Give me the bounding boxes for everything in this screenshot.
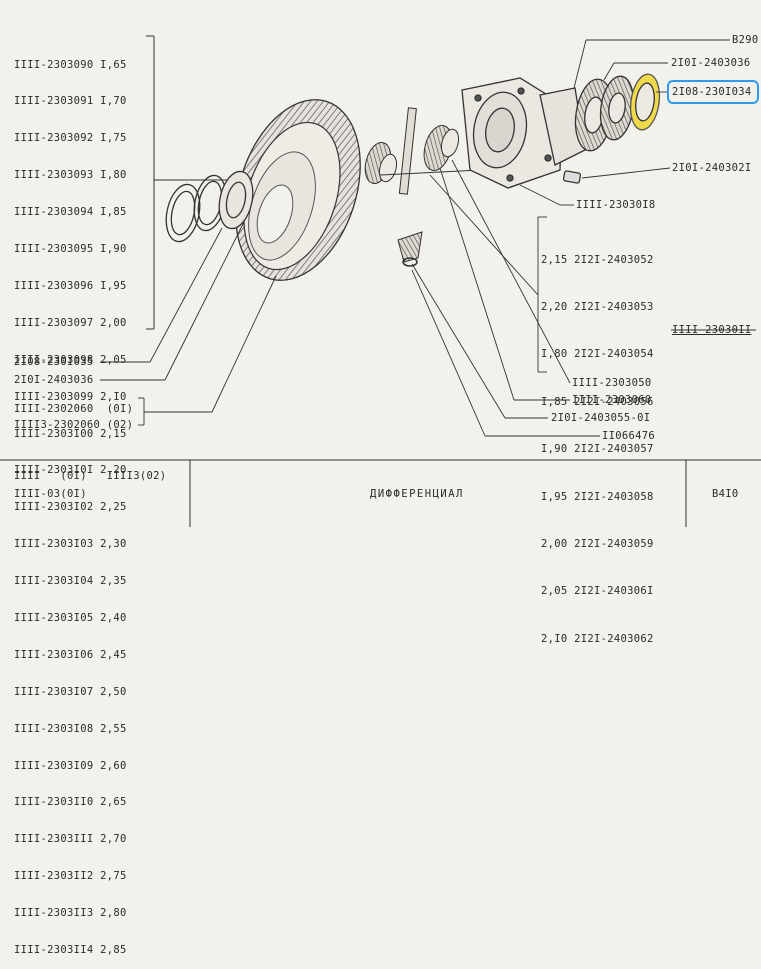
exploded-diagram	[0, 35, 761, 527]
list-item: IIII-2303099 2,I0	[14, 390, 127, 403]
list-item: IIII-2303I00 2,15	[14, 427, 127, 440]
center-gears-drawing	[364, 107, 481, 267]
list-item: IIII-2303III 2,70	[14, 833, 127, 846]
highlight-box	[667, 80, 759, 104]
left-part-list: IIII-2303090 I,65 IIII-2303091 I,70 IIII…	[14, 34, 127, 969]
label-b290: B290	[732, 34, 759, 46]
list-item: IIII-2303I02 2,25	[14, 501, 127, 514]
list-item: IIII-2303II0 2,65	[14, 796, 127, 809]
list-item: IIII-2303I07 2,50	[14, 685, 127, 698]
label-2108-2301035: 2I08-230I035	[14, 356, 94, 368]
list-item: IIII-2303090 I,65	[14, 58, 127, 71]
list-item: IIII-2303II2 2,75	[14, 870, 127, 883]
list-item: 2,I0 2I2I-2403062	[541, 632, 654, 645]
list-item: IIII-2303I09 2,60	[14, 759, 127, 772]
right-part-list: 2,15 2I2I-2403052 2,20 2I2I-2403053 I,80…	[541, 221, 654, 663]
list-item: IIII-2303II3 2,80	[14, 907, 127, 920]
list-item: I,85 2I2I-2403056	[541, 395, 654, 408]
label-1066476: II066476	[602, 430, 655, 442]
footer-frame	[0, 459, 761, 527]
label-1111-2303050: IIII-2303050	[572, 377, 652, 389]
list-item: IIII-2303II4 2,85	[14, 943, 127, 956]
list-item: I,90 2I2I-2403057	[541, 443, 654, 456]
list-item: I,80 2I2I-2403054	[541, 348, 654, 361]
list-item: IIII-2303I06 2,45	[14, 648, 127, 661]
footer-model-c: IIII-03(0I)	[14, 488, 87, 500]
list-item: IIII-2303I05 2,40	[14, 611, 127, 624]
footer-title: ДИФФЕРЕНЦИАЛ	[370, 488, 464, 500]
label-2108-2301034[interactable]: 2I08-230I034	[672, 86, 752, 98]
label-1111-2303018: IIII-23030I8	[576, 199, 656, 211]
list-item: I,95 2I2I-2403058	[541, 490, 654, 503]
list-item: 2,05 2I2I-240306I	[541, 585, 654, 598]
list-item: IIII-2303I03 2,30	[14, 538, 127, 551]
list-item: IIII-2303097 2,00	[14, 316, 127, 329]
housing-drawing	[461, 77, 586, 189]
list-item: 2,00 2I2I-2403059	[541, 537, 654, 550]
list-item: 2,15 2I2I-2403052	[541, 253, 654, 266]
label-2101-2403036-left: 2I0I-2403036	[14, 374, 94, 386]
list-item: IIII-2303I0I 2,20	[14, 464, 127, 477]
label-2101-2403055: 2I0I-2403055-0I	[551, 412, 651, 424]
left-rings-drawing	[165, 170, 254, 243]
ring-gear-drawing	[235, 99, 361, 281]
list-item: IIII-2303096 I,95	[14, 279, 127, 292]
list-item: IIII-2303095 I,90	[14, 243, 127, 256]
right-bearing-drawing	[562, 73, 661, 184]
label-11113-2302060: IIII3-2302060 (02)	[14, 419, 134, 431]
label-1111-2303060: IIII-2303060	[572, 394, 652, 406]
label-2101-2403021: 2I0I-240302I	[672, 162, 752, 174]
label-2101-2403036-top: 2I0I-2403036	[671, 57, 751, 69]
label-1111-2303011: IIII-23030II	[672, 324, 752, 336]
footer-model-a: IIII (0I) IIII3(02)	[14, 470, 167, 482]
leader-lines	[100, 39, 756, 437]
footer-page-number: B4I0	[712, 488, 739, 500]
list-item: IIII-2303093 I,80	[14, 169, 127, 182]
list-item: IIII-2303092 I,75	[14, 132, 127, 145]
list-item: IIII-2303091 I,70	[14, 95, 127, 108]
list-item: IIII-2303I08 2,55	[14, 722, 127, 735]
list-item: IIII-2303098 2,05	[14, 353, 127, 366]
list-item: IIII-2303094 I,85	[14, 206, 127, 219]
label-1111-2302060: IIII-2302060 (0I)	[14, 403, 134, 415]
list-item: 2,20 2I2I-2403053	[541, 300, 654, 313]
list-item: IIII-2303I04 2,35	[14, 575, 127, 588]
